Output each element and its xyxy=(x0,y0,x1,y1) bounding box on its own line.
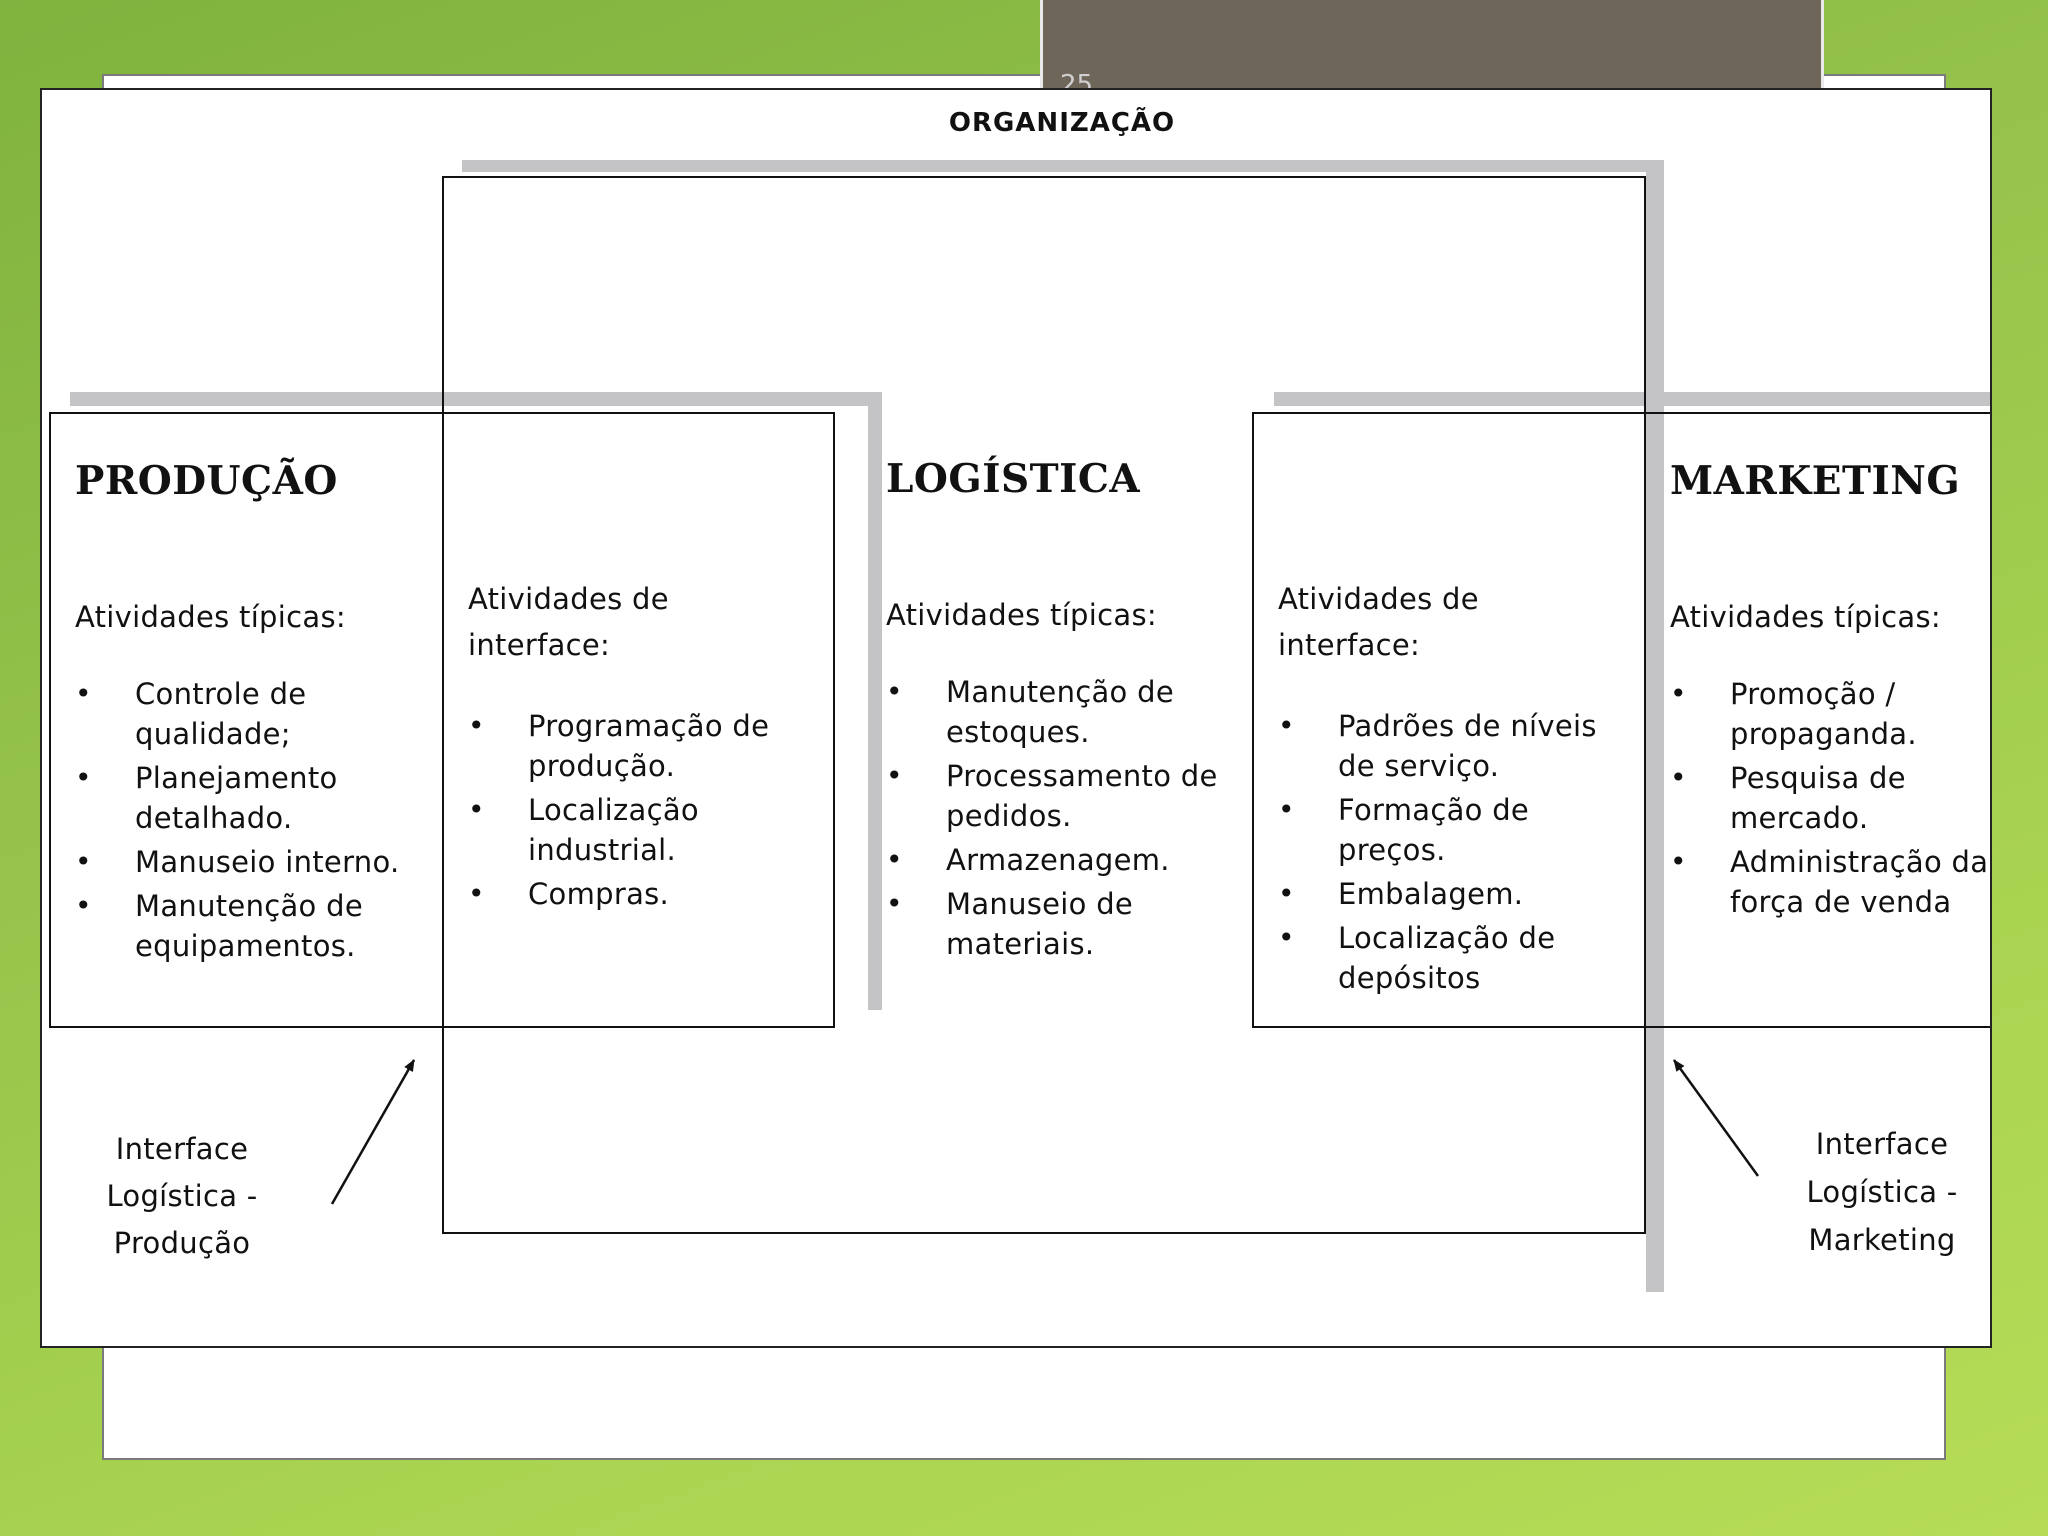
production-subtitle: Atividades típicas: xyxy=(75,600,346,634)
list-item: Embalagem. xyxy=(1278,874,1608,914)
list-item: Manutenção de equipamentos. xyxy=(75,886,415,966)
production-title: PRODUÇÃO xyxy=(75,458,338,504)
label-line: Logística - xyxy=(1806,1175,1958,1209)
list-item: Manutenção de estoques. xyxy=(886,672,1226,752)
label-line: Marketing xyxy=(1808,1223,1956,1257)
marketing-title: MARKETING xyxy=(1670,458,1961,504)
marketing-box-shadow xyxy=(1274,392,1990,406)
list-item: Localização industrial. xyxy=(468,790,808,870)
list-item: Padrões de níveis de serviço. xyxy=(1278,706,1608,786)
list-item: Administração da força de venda xyxy=(1670,842,1990,922)
marketing-interface-subtitle: Atividades de interface: xyxy=(1278,576,1479,668)
logistics-interface-diagram: ORGANIZAÇÃO PRODUÇÃO Atividades típicas:… xyxy=(40,88,1992,1348)
list-item: Localização de depósitos xyxy=(1278,918,1608,998)
subtitle-line: interface: xyxy=(468,628,611,662)
label-line: Interface xyxy=(115,1132,249,1166)
label-line: Interface xyxy=(1815,1127,1949,1161)
production-interface-activities: Programação de produção. Localização ind… xyxy=(468,706,808,918)
list-item: Processamento de pedidos. xyxy=(886,756,1226,836)
header-panel xyxy=(1040,0,1824,88)
label-line: Logística - xyxy=(106,1179,258,1213)
logistics-box-shadow xyxy=(462,160,1664,172)
list-item: Manuseio de materiais. xyxy=(886,884,1226,964)
list-item: Controle de qualidade; xyxy=(75,674,415,754)
right-interface-label: Interface Logística - Marketing xyxy=(1782,1120,1982,1264)
production-activities: Controle de qualidade; Planejamento deta… xyxy=(75,674,415,970)
right-interface-arrow xyxy=(1672,1059,1760,1177)
list-item: Promoção / propaganda. xyxy=(1670,674,1990,754)
marketing-box xyxy=(1252,412,1990,1028)
production-box-shadow xyxy=(868,392,882,1010)
production-interface-subtitle: Atividades de interface: xyxy=(468,576,669,668)
list-item: Programação de produção. xyxy=(468,706,808,786)
subtitle-line: Atividades de xyxy=(468,582,669,616)
list-item: Formação de preços. xyxy=(1278,790,1608,870)
left-interface-label: Interface Logística - Produção xyxy=(92,1126,272,1267)
logistics-activities: Manutenção de estoques. Processamento de… xyxy=(886,672,1226,968)
logistics-box xyxy=(442,176,1646,1234)
logistics-subtitle: Atividades típicas: xyxy=(886,598,1157,632)
production-box xyxy=(49,412,835,1028)
logistics-title: LOGÍSTICA xyxy=(886,456,1141,502)
list-item: Compras. xyxy=(468,874,808,914)
arrows-layer xyxy=(330,1059,1760,1205)
subtitle-line: interface: xyxy=(1278,628,1421,662)
left-interface-arrow xyxy=(330,1059,416,1205)
organization-title: ORGANIZAÇÃO xyxy=(948,108,1176,138)
production-box-shadow xyxy=(70,392,882,406)
logistics-box-shadow xyxy=(1646,160,1664,1292)
subtitle-line: Atividades de xyxy=(1278,582,1479,616)
marketing-activities: Promoção / propaganda. Pesquisa de merca… xyxy=(1670,674,1990,926)
marketing-interface-activities: Padrões de níveis de serviço. Formação d… xyxy=(1278,706,1608,1002)
list-item: Pesquisa de mercado. xyxy=(1670,758,1990,838)
marketing-subtitle: Atividades típicas: xyxy=(1670,600,1941,634)
list-item: Planejamento detalhado. xyxy=(75,758,415,838)
label-line: Produção xyxy=(113,1226,251,1260)
list-item: Manuseio interno. xyxy=(75,842,415,882)
list-item: Armazenagem. xyxy=(886,840,1226,880)
